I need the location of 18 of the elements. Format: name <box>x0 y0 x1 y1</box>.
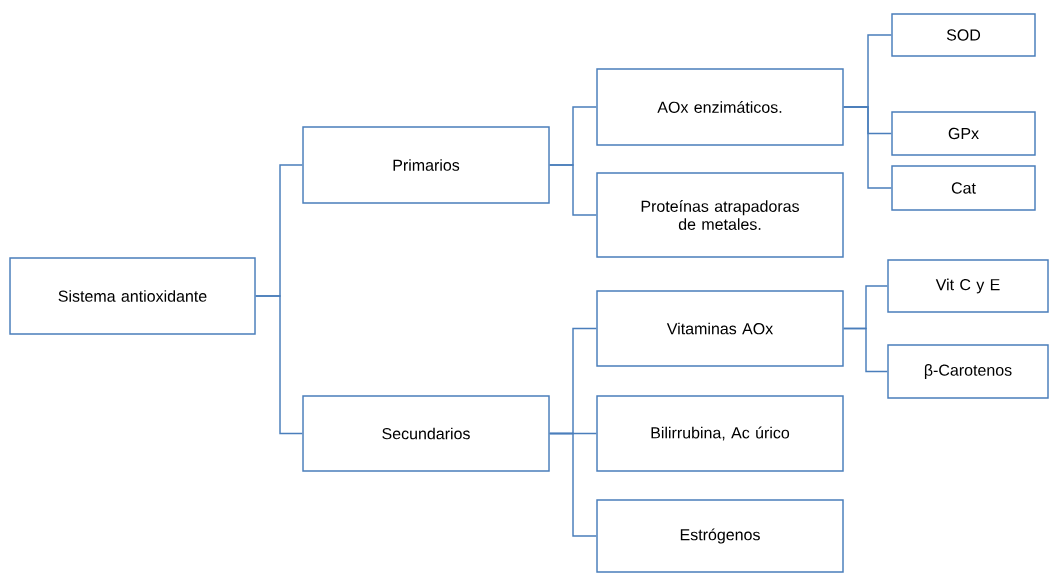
concept-box: Proteínas atrapadoras de metales. <box>596 172 844 258</box>
concept-box: Secundarios <box>302 395 550 472</box>
connector-line <box>255 295 303 435</box>
concept-box: GPx <box>891 111 1036 156</box>
concept-box: Estrógenos <box>596 499 844 573</box>
concept-box: Bilirrubina, Ac úrico <box>596 395 844 472</box>
concept-box: Vit C y E <box>887 259 1049 313</box>
connector-line <box>549 164 597 216</box>
concept-box: AOx enzimáticos. <box>596 68 844 146</box>
concept-box: β-Carotenos <box>887 344 1049 399</box>
concept-box: Cat <box>891 165 1036 211</box>
concept-box: SOD <box>891 13 1036 57</box>
connector-line <box>843 106 892 189</box>
concept-box: Vitaminas AOx <box>596 290 844 367</box>
concept-box: Primarios <box>302 126 550 204</box>
concept-box: Sistema antioxidante <box>9 257 256 335</box>
connector-line <box>843 327 888 373</box>
connector-line <box>549 432 597 537</box>
